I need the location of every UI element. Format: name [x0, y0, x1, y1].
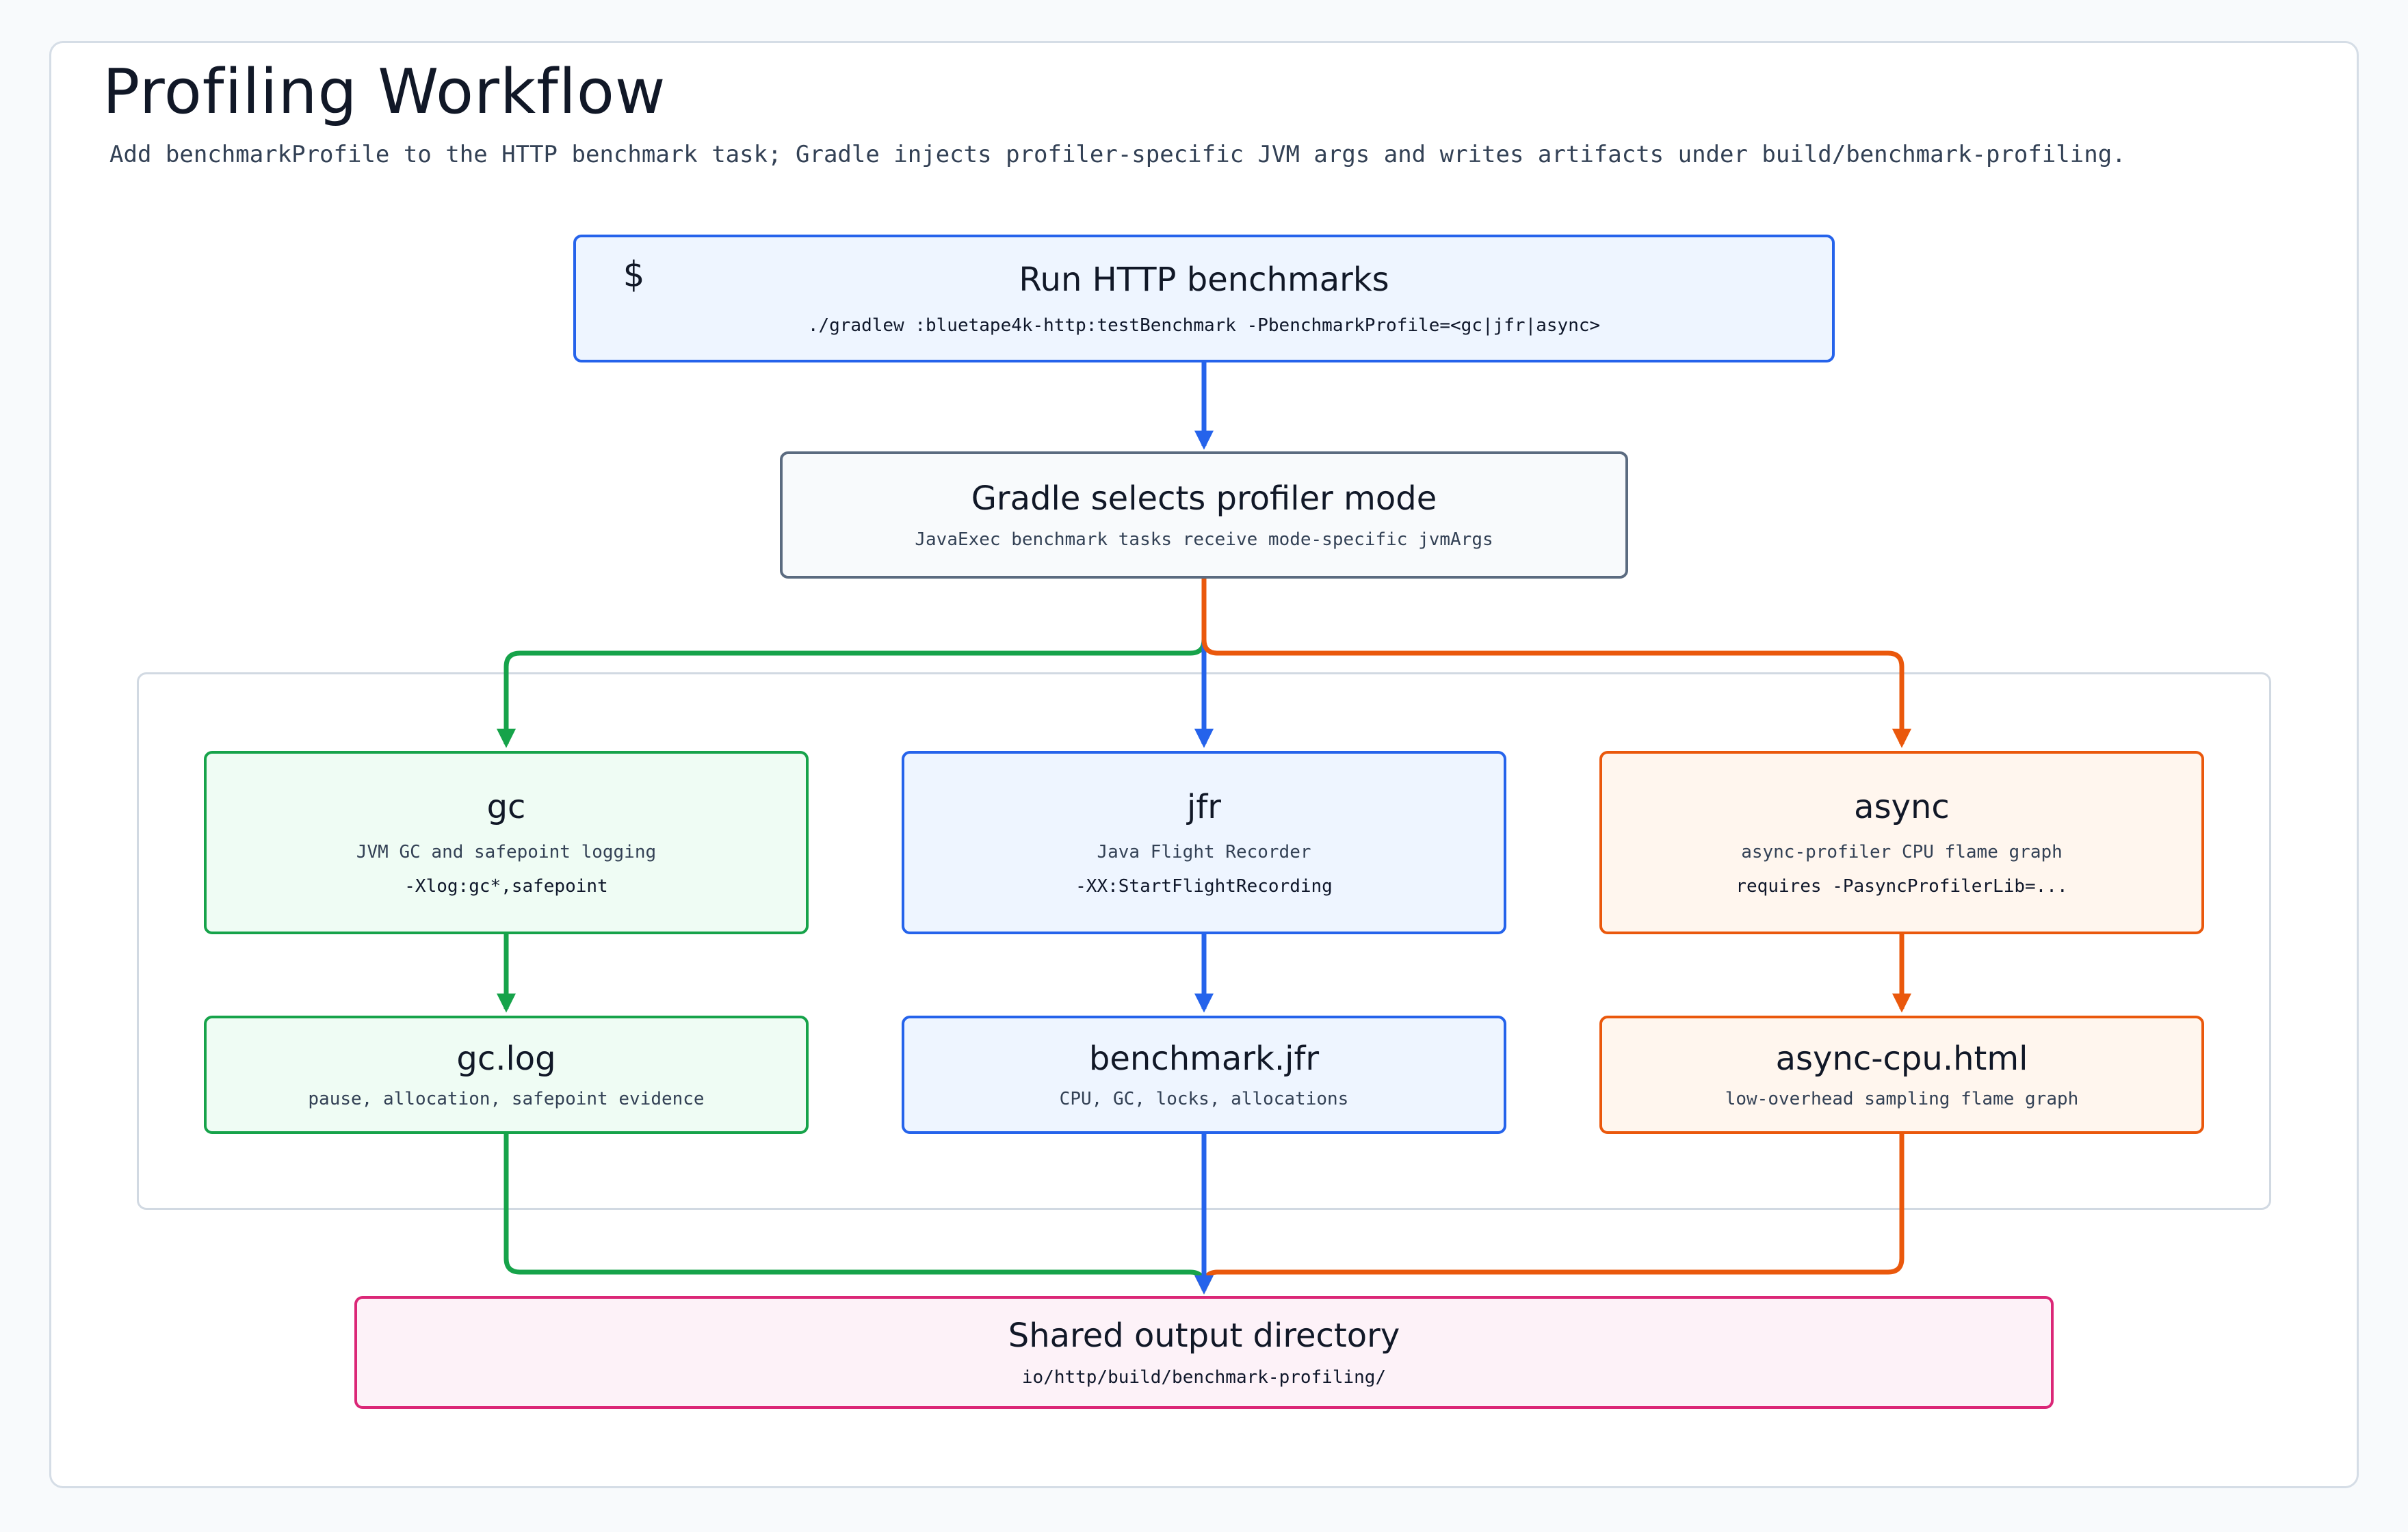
node-jfrfile-title: benchmark.jfr	[1088, 1039, 1320, 1078]
node-run-command: ./gradlew :bluetape4k-http:testBenchmark…	[807, 315, 1601, 336]
node-select-desc: JavaExec benchmark tasks receive mode-sp…	[915, 529, 1493, 550]
node-gc-arg: -Xlog:gc*,safepoint	[404, 875, 608, 897]
node-gc-title: gc	[486, 788, 526, 827]
node-jfrfile-desc: CPU, GC, locks, allocations	[1059, 1089, 1349, 1110]
node-gclog-title: gc.log	[456, 1039, 556, 1078]
node-jfr-arg: -XX:StartFlightRecording	[1075, 875, 1333, 897]
edge-select-to-async	[1201, 579, 1911, 748]
node-run-title: Run HTTP benchmarks	[1019, 260, 1389, 299]
page-subtitle: Add benchmarkProfile to the HTTP benchma…	[109, 141, 2126, 168]
node-gclog-desc: pause, allocation, safepoint evidence	[308, 1089, 705, 1110]
node-shared-output: Shared output directory io/http/build/be…	[354, 1296, 2054, 1409]
node-run-benchmarks: Run HTTP benchmarks ./gradlew :bluetape4…	[573, 235, 1835, 362]
node-jfr-desc: Java Flight Recorder	[1097, 841, 1311, 862]
node-gc-desc: JVM GC and safepoint logging	[356, 841, 657, 862]
page-title: Profiling Workflow	[103, 56, 666, 128]
node-mode-gc: gc JVM GC and safepoint logging -Xlog:gc…	[204, 751, 809, 934]
edge-asynchtml-to-output	[1194, 1134, 1905, 1295]
node-async-desc: async-profiler CPU flame graph	[1741, 841, 2063, 862]
node-async-title: async	[1854, 788, 1950, 827]
node-output-title: Shared output directory	[1008, 1316, 1400, 1355]
node-artifact-jfr: benchmark.jfr CPU, GC, locks, allocation…	[902, 1016, 1506, 1134]
node-artifact-gclog: gc.log pause, allocation, safepoint evid…	[204, 1016, 809, 1134]
node-mode-jfr: jfr Java Flight Recorder -XX:StartFlight…	[902, 751, 1506, 934]
node-asynchtml-desc: low-overhead sampling flame graph	[1725, 1089, 2079, 1110]
node-async-arg: requires -PasyncProfilerLib=...	[1736, 875, 2068, 897]
node-select-title: Gradle selects profiler mode	[971, 479, 1437, 518]
node-artifact-async-html: async-cpu.html low-overhead sampling fla…	[1599, 1016, 2204, 1134]
edge-gclog-to-output	[503, 1134, 1214, 1295]
edge-select-to-gc	[497, 579, 1207, 748]
node-mode-async: async async-profiler CPU flame graph req…	[1599, 751, 2204, 934]
node-jfr-title: jfr	[1187, 788, 1221, 827]
node-output-path: io/http/build/benchmark-profiling/	[1021, 1367, 1387, 1388]
node-select-mode: Gradle selects profiler mode JavaExec be…	[780, 451, 1628, 579]
terminal-dollar-icon: $	[623, 254, 644, 295]
node-asynchtml-title: async-cpu.html	[1775, 1039, 2028, 1078]
